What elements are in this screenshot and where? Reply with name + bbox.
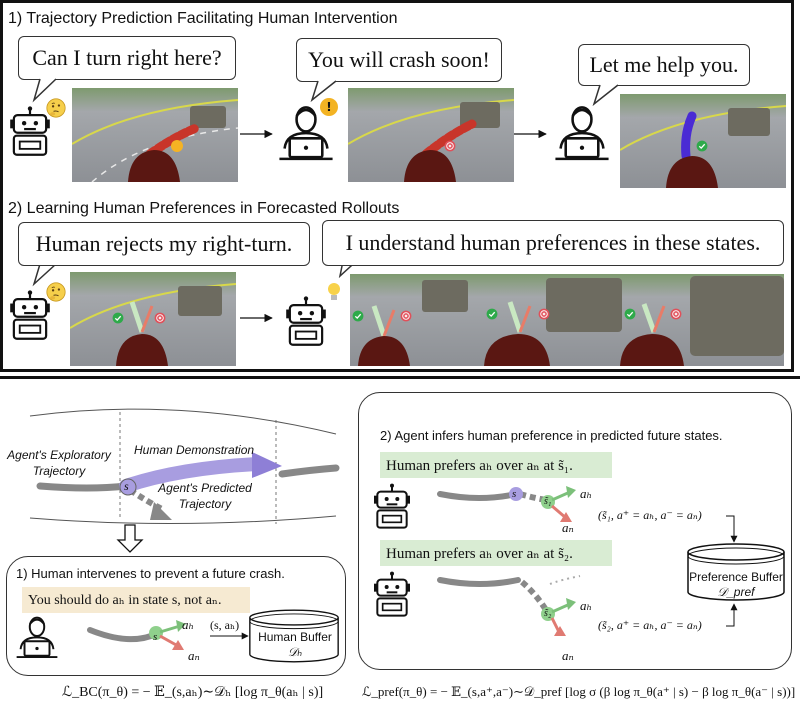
state-s-label: s xyxy=(124,479,129,493)
human-buffer-symbol: 𝒟ₕ xyxy=(287,645,303,659)
human-buffer-label: Human Buffer xyxy=(258,630,332,644)
loss-pref-formula: ℒ_pref(π_θ) = − 𝔼_(s,a⁺,a⁻)∼𝒟_pref [log … xyxy=(362,684,796,699)
alert-icon: ! xyxy=(320,98,338,116)
thinking-emoji-icon xyxy=(46,282,66,302)
bubble-agent-understand: I understand human preferences in these … xyxy=(322,220,784,266)
predicted-label: Agent's Predicted Trajectory xyxy=(158,481,252,511)
state-s1-label: s̃₁ xyxy=(544,496,552,507)
action-n-label: aₙ xyxy=(188,648,200,663)
driving-scene-4 xyxy=(70,272,236,366)
intervention-panel xyxy=(6,556,346,676)
bottom-panel xyxy=(0,376,800,716)
thinking-emoji-icon xyxy=(46,98,66,118)
bubble-tails-row1 xyxy=(32,78,619,323)
driving-scene-1 xyxy=(72,88,238,182)
preference-buffer-symbol: 𝒟_pref xyxy=(717,585,755,599)
action-h-2: aₕ xyxy=(580,598,593,613)
trajectory-diagram xyxy=(29,408,340,525)
action-n-1: aₙ xyxy=(562,520,574,535)
preference-title: 2) Agent infers human preference in pred… xyxy=(380,428,723,443)
demo-label: Human Demonstration xyxy=(134,443,255,457)
pref-box-1: Human prefers aₕ over aₙ at s̃₁. xyxy=(380,452,612,478)
down-arrow-icon xyxy=(116,524,144,553)
pref-box-2: Human prefers aₕ over aₙ at s̃₂. xyxy=(380,540,612,566)
loss-bc-formula: ℒ_BC(π_θ) = − 𝔼_(s,aₕ)∼𝒟ₕ [log π_θ(aₕ | … xyxy=(62,685,324,700)
section1-title: 1) Trajectory Prediction Facilitating Hu… xyxy=(8,10,398,27)
buffer-diagram xyxy=(87,609,339,663)
state-s-right: s xyxy=(512,488,517,500)
action-h-label: aₕ xyxy=(182,617,195,632)
lightbulb-icon xyxy=(328,283,340,300)
tuple-2: (s̃₂, a⁺ = aₕ, a⁻ = aₙ) xyxy=(598,618,702,632)
driving-scene-2 xyxy=(348,88,514,182)
top-panel xyxy=(0,0,794,372)
bubble-agent-question: Can I turn right here? xyxy=(18,36,236,80)
driving-scene-strip xyxy=(350,274,784,366)
exploratory-label: Agent's Exploratory Trajectory xyxy=(7,448,111,478)
intervention-title: 1) Human intervenes to prevent a future … xyxy=(16,566,285,581)
driving-scene-3 xyxy=(620,94,786,188)
human-laptop-icon xyxy=(552,104,612,164)
bubble-human-warning: You will crash soon! xyxy=(296,38,502,82)
robot-icon xyxy=(372,568,412,622)
robot-icon xyxy=(372,480,412,534)
state-s-small: s xyxy=(153,631,158,643)
preference-panel xyxy=(358,392,792,670)
preference-buffer-label: Preference Buffer xyxy=(689,570,783,584)
robot-icon xyxy=(284,290,328,354)
action-n-2: aₙ xyxy=(562,648,574,663)
action-h-1: aₕ xyxy=(580,486,593,501)
human-laptop-icon xyxy=(14,612,60,664)
bubble-human-help: Let me help you. xyxy=(578,44,750,86)
section2-title: 2) Learning Human Preferences in Forecas… xyxy=(8,200,400,217)
bubble-agent-reject: Human rejects my right-turn. xyxy=(18,222,310,266)
instruction-box: You should do aₕ in state s, not aₙ. xyxy=(22,587,250,613)
prediction-diagram xyxy=(437,486,785,636)
pair-label: (s, aₕ) xyxy=(210,618,240,632)
tuple-1: (s̃₁, a⁺ = aₕ, a⁻ = aₙ) xyxy=(598,508,702,522)
state-s2-label: s̃₂ xyxy=(544,608,552,619)
